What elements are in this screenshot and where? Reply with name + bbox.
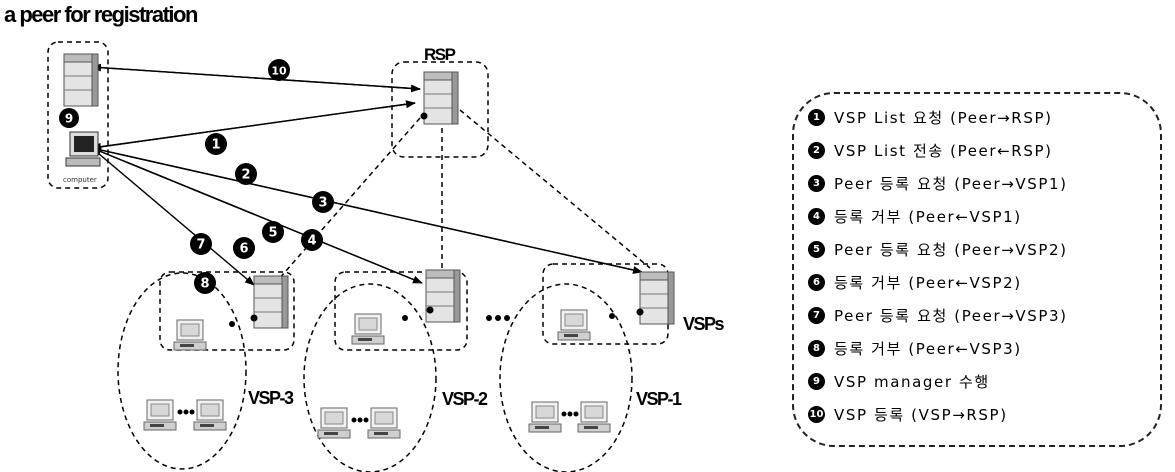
marker-10: 10: [268, 59, 290, 81]
marker-5: 5: [262, 221, 284, 243]
vsp2-computer-b-icon: [368, 408, 400, 438]
legend-item-8: 8 등록 거부 (Peer←VSP3): [808, 335, 1022, 363]
rsp-label: RSP: [424, 45, 456, 64]
legend-item-10: 10 VSP 등록 (VSP→RSP): [808, 401, 1008, 429]
marker-7: 7: [190, 233, 212, 255]
legend-item-5: 5 Peer 등록 요청 (Peer→VSP2): [808, 236, 1068, 264]
vsp3-box-computer-icon: [174, 320, 206, 350]
marker-6: 6: [233, 237, 255, 259]
legend-box: 1 VSP List 요청 (Peer→RSP) 2 VSP List 전송 (Pe…: [792, 92, 1162, 447]
peer-monitor-icon: [66, 132, 100, 166]
svg-text:1: 1: [211, 138, 220, 153]
legend-text: Peer 등록 요청 (Peer→VSP2): [834, 241, 1068, 259]
vsps-label: VSPs: [683, 314, 725, 334]
svg-text:4: 4: [307, 234, 316, 249]
svg-text:9: 9: [65, 112, 73, 126]
vsp1-computer-b-icon: [578, 402, 610, 432]
legend-text: 등록 거부 (Peer←VSP2): [834, 274, 1022, 292]
registration-diagram: computer RSP VSPs VSP-3 VSP-2 VSP-1 10 1: [0, 0, 790, 472]
legend-badge: 4: [808, 208, 825, 225]
vsp2-label: VSP-2: [442, 389, 488, 409]
legend-item-6: 6 등록 거부 (Peer←VSP2): [808, 269, 1022, 297]
legend-text: VSP manager 수행: [834, 373, 990, 391]
svg-text:5: 5: [268, 226, 277, 241]
svg-text:10: 10: [271, 65, 287, 78]
rsp-server-icon: [424, 72, 458, 124]
legend-item-4: 4 등록 거부 (Peer←VSP1): [808, 203, 1022, 231]
legend-text: Peer 등록 요청 (Peer→VSP3): [834, 307, 1068, 325]
vsp1-server-icon: [640, 272, 674, 324]
svg-text:8: 8: [200, 277, 209, 292]
legend-text: Peer 등록 요청 (Peer→VSP1): [834, 175, 1068, 193]
peer-server-icon: [64, 54, 98, 106]
marker-8: 8: [194, 272, 216, 294]
legend-text: VSP List 요청 (Peer→RSP): [834, 109, 1053, 127]
vsp2-server-icon: [426, 270, 460, 322]
arrow-7: [92, 148, 254, 285]
vsp3-computer-b-icon: [194, 400, 226, 430]
svg-text:3: 3: [318, 196, 327, 211]
vsp1-label: VSP-1: [636, 389, 682, 409]
marker-9: 9: [59, 108, 79, 128]
svg-text:6: 6: [239, 242, 248, 257]
arrow-10-back: [92, 67, 420, 89]
legend-item-9: 9 VSP manager 수행: [808, 368, 990, 396]
svg-text:7: 7: [196, 238, 205, 253]
arrow-6: [92, 148, 422, 283]
legend-badge: 5: [808, 241, 825, 258]
marker-3: 3: [312, 191, 334, 213]
more-vsps-ellipsis: [486, 315, 510, 321]
vsp2-cluster: [304, 284, 436, 472]
link-rsp-vsp3: [278, 118, 420, 280]
legend-item-7: 7 Peer 등록 요청 (Peer→VSP3): [808, 302, 1068, 330]
vsp3-computer-a-icon: [144, 400, 176, 430]
legend-item-2: 2 VSP List 전송 (Peer←RSP): [808, 137, 1053, 165]
vsp2-computer-a-icon: [318, 408, 350, 438]
legend-badge: 9: [808, 373, 825, 390]
legend-badge: 7: [808, 307, 825, 324]
legend-text: VSP List 전송 (Peer←RSP): [834, 142, 1053, 160]
peer-computer-caption: computer: [63, 176, 97, 184]
svg-text:2: 2: [241, 168, 250, 183]
legend-text: VSP 등록 (VSP→RSP): [834, 406, 1008, 424]
arrow-2: [92, 103, 415, 148]
link-rsp-vsp1: [460, 110, 650, 268]
legend-badge: 1: [808, 109, 825, 126]
marker-4: 4: [301, 229, 323, 251]
legend-badge: 2: [808, 142, 825, 159]
vsp3-server-icon: [254, 276, 288, 328]
legend-text: 등록 거부 (Peer←VSP3): [834, 340, 1022, 358]
arrow-4: [92, 148, 642, 272]
legend-badge: 10: [808, 406, 825, 423]
legend-text: 등록 거부 (Peer←VSP1): [834, 208, 1022, 226]
legend-item-1: 1 VSP List 요청 (Peer→RSP): [808, 104, 1053, 132]
legend-badge: 6: [808, 274, 825, 291]
marker-1: 1: [205, 133, 227, 155]
vsp3-cluster: [118, 273, 246, 469]
vsp3-label: VSP-3: [248, 388, 294, 408]
vsp2-box-computer-icon: [352, 314, 384, 344]
legend-badge: 8: [808, 340, 825, 357]
vsp1-computer-a-icon: [529, 402, 561, 432]
legend-item-3: 3 Peer 등록 요청 (Peer→VSP1): [808, 170, 1068, 198]
marker-2: 2: [235, 163, 257, 185]
vsp1-box-computer-icon: [558, 310, 590, 340]
legend-badge: 3: [808, 175, 825, 192]
